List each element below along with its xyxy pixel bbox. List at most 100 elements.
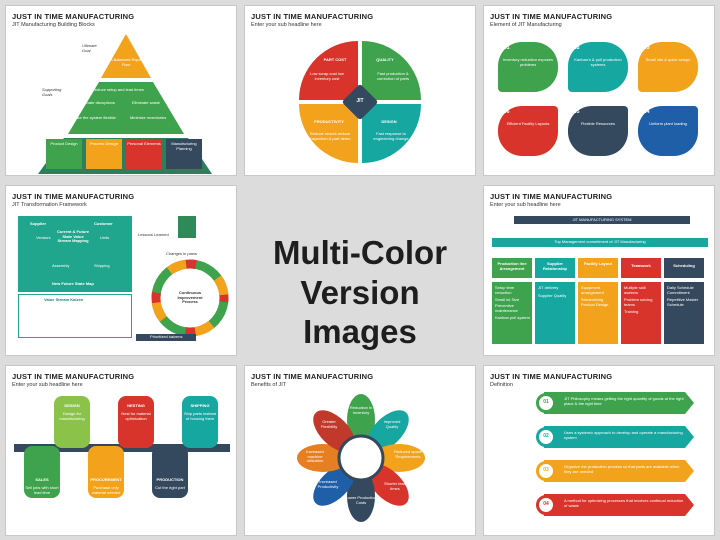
element-card-4	[638, 106, 698, 156]
element-card-3	[638, 42, 698, 92]
slide-subtitle: JIT Transformation Framework	[12, 202, 87, 208]
step-sales-text: Sell jobs with short lead time	[25, 485, 59, 495]
benefit-2: Improved Quality	[383, 419, 401, 429]
element-num-1: 01	[504, 45, 510, 51]
element-num-3: 03	[644, 45, 650, 51]
col-body-4	[621, 282, 661, 344]
kaizen-label: Value Stream Kaizen	[44, 297, 84, 302]
goal-5: Minimize inventories	[130, 115, 167, 120]
slide-title: JUST IN TIME MANUFACTURING	[490, 372, 613, 381]
element-text-3: Small lots & quick setups	[645, 57, 691, 62]
slide-definition[interactable]: JUST IN TIME MANUFACTURING Definition 01…	[483, 365, 715, 536]
center-badge	[342, 84, 378, 120]
pyramid-diagram	[38, 34, 212, 174]
col4-item-3: Training	[624, 309, 639, 314]
col1-item-4: Kanban pull system	[495, 315, 530, 320]
benefit-7: Increased machine utilization	[306, 449, 324, 464]
col3-item-2: Streamlining Product Design	[581, 297, 609, 307]
element-text-4: Uniform plant loading	[649, 121, 687, 126]
step-nesting-card	[118, 396, 154, 448]
col1-item-1: Setup time reduction	[495, 285, 515, 295]
slide-subtitle: Benefits of JIT	[251, 382, 287, 388]
def-text-4: A method for optimizing processes that i…	[564, 498, 684, 508]
slide-jit-system[interactable]: JUST IN TIME MANUFACTURING Enter your su…	[483, 185, 715, 356]
cip-cycle	[136, 216, 229, 341]
slide-transformation[interactable]: JUST IN TIME MANUFACTURING JIT Transform…	[5, 185, 237, 356]
kaizen-panel	[18, 294, 132, 338]
shipping-label: Shipping	[94, 263, 110, 268]
benefit-1: Reduction in Inventory	[349, 405, 373, 415]
quadrant-desc-2: Fast production & correction of parts	[376, 71, 409, 81]
units-label: Units	[100, 235, 110, 240]
top-mgmt-bar	[492, 238, 708, 247]
lessons-label: Lessons Learned	[138, 232, 169, 237]
block-process	[86, 139, 122, 169]
element-card-1	[498, 42, 558, 92]
future-map-label: New Future State Map	[52, 281, 94, 286]
col-header-5	[664, 258, 704, 278]
col-body-1	[492, 282, 532, 344]
def-bar-3	[544, 460, 694, 482]
slide-benefits[interactable]: JUST IN TIME MANUFACTURING Benefits of J…	[244, 365, 476, 536]
col5-item-1: Daily Schedule Commitment	[667, 285, 694, 295]
col-header-3	[578, 258, 618, 278]
benefit-6: Increased Productivity	[317, 479, 339, 489]
step-shipping-head: SHIPPING	[190, 403, 210, 408]
slide-title: JUST IN TIME MANUFACTURING	[490, 192, 613, 201]
quadrant-desc-4: Fast response to engineering change	[373, 131, 409, 141]
step-production-card	[152, 446, 188, 498]
step-design-text: Design for manufacturing	[59, 411, 85, 421]
col-body-2	[535, 282, 575, 344]
step-procurement-card	[88, 446, 124, 498]
slide-title: JUST IN TIME MANUFACTURING	[12, 192, 135, 201]
element-num-4: 04	[644, 109, 650, 115]
col4-item-1: Multiple skill workers	[624, 285, 646, 295]
col-header-2	[535, 258, 575, 278]
vsm-panel	[18, 216, 132, 292]
prioritized-label: Prioritized kaizens	[150, 334, 183, 339]
step-production-head: PRODUCTION	[156, 477, 184, 482]
block-personal	[126, 139, 162, 169]
quadrant-title-1: PART COST	[323, 57, 347, 62]
headline-line-1: Multi-Color	[272, 234, 448, 271]
def-num-2: 02	[543, 433, 549, 439]
col-body-5	[664, 282, 704, 344]
quadrant-circle	[299, 41, 421, 163]
element-num-2: 02	[574, 45, 580, 51]
slide-jit-quadrants[interactable]: JUST IN TIME MANUFACTURING Enter your su…	[244, 5, 476, 176]
vendors-label: Vendors	[36, 235, 51, 240]
slide-title: JUST IN TIME MANUFACTURING	[490, 12, 613, 21]
col-head-text-2: Supplier Relationship	[542, 261, 567, 271]
benefit-3: Reduced space Requirements	[394, 449, 422, 459]
slide-title: JUST IN TIME MANUFACTURING	[12, 12, 135, 21]
col1-item-2: Small lot Size	[495, 297, 520, 302]
element-num-6: 06	[504, 109, 510, 115]
slide-process-flow[interactable]: JUST IN TIME MANUFACTURING Enter your su…	[5, 365, 237, 536]
element-text-5: Flexible Resources	[580, 121, 615, 126]
element-num-5: 05	[574, 109, 580, 115]
benefits-flower	[297, 394, 425, 522]
benefit-8: Greater Flexibility	[320, 419, 338, 429]
def-num-1: 01	[543, 399, 549, 405]
step-design-card	[54, 396, 90, 448]
step-nesting-text: Nest for material optimization	[121, 411, 151, 421]
col-body-3	[578, 282, 618, 344]
slide-title: JUST IN TIME MANUFACTURING	[251, 12, 374, 21]
step-procurement-text: Purchase only material needed	[91, 485, 121, 495]
col2-item-1: JIT delivery	[538, 285, 559, 290]
col3-item-1: Equipment arrangement	[581, 285, 604, 295]
col-head-text-5: Scheduling	[673, 263, 695, 268]
def-badge-4	[536, 495, 556, 515]
block-label-3: Personal Elements	[127, 141, 161, 146]
block-label-2: Process Design	[89, 141, 118, 146]
slide-elements[interactable]: JUST IN TIME MANUFACTURING Element of JI…	[483, 5, 715, 176]
element-card-2	[568, 42, 628, 92]
element-text-1: Inventory reduction exposes problems	[502, 57, 554, 67]
slide-building-blocks[interactable]: JUST IN TIME MANUFACTURING JIT Manufactu…	[5, 5, 237, 176]
quadrant-desc-1: Low scrap cost low inventory cost	[310, 71, 344, 81]
supplier-label: Supplier	[30, 221, 47, 226]
goal-1: Reduce setup and lead times	[92, 87, 144, 92]
element-text-6: Efficient Facility Layouts	[506, 121, 550, 126]
quadrant-title-4: DESIGN	[381, 119, 397, 124]
col-head-text-3: Facility Layout	[583, 261, 612, 266]
